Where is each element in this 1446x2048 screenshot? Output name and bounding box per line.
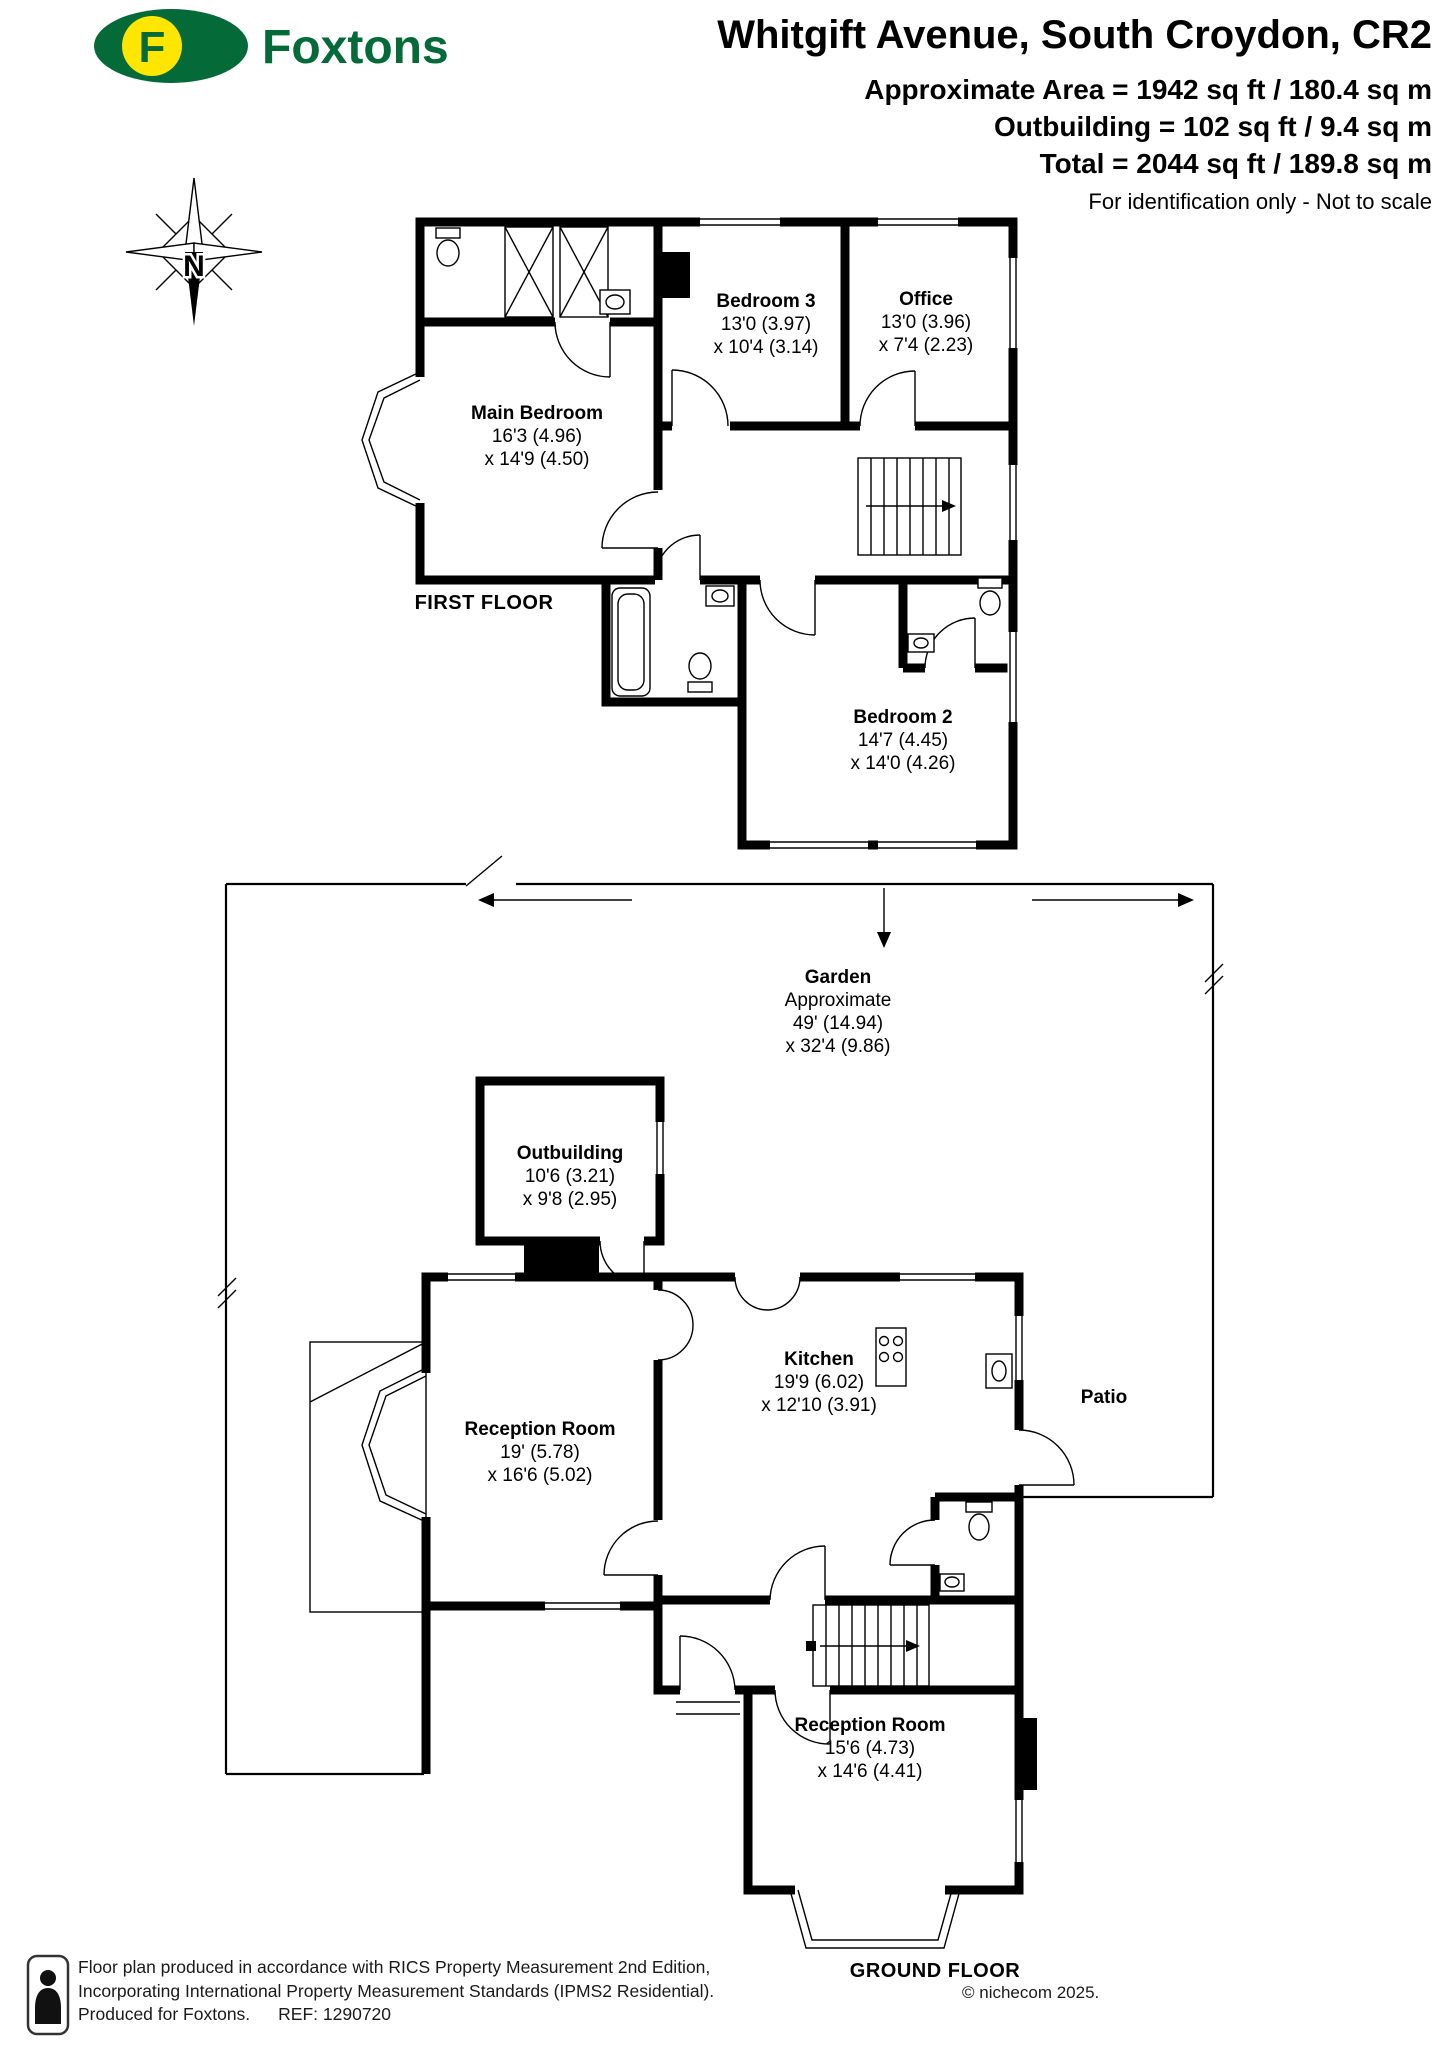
- staircase: [857, 457, 962, 556]
- garden-boundary: [217, 855, 1224, 1776]
- bathtub: [611, 587, 651, 697]
- ground-floor-structure: [309, 1241, 1075, 1949]
- compass-south-needle: [185, 252, 203, 326]
- room-label-bedroom-2: Bedroom 2 14'7 (4.45) x 14'0 (4.26): [850, 707, 956, 774]
- staircase: [806, 1604, 930, 1687]
- compass-north-label: N: [183, 250, 205, 283]
- brand-initial: F: [139, 23, 166, 72]
- window: [448, 1271, 1025, 1862]
- room-label-reception-room-1: Reception Room 19' (5.78) x 16'6 (5.02): [464, 1419, 616, 1486]
- footer-line-2: Incorporating International Property Mea…: [78, 1980, 715, 2001]
- footer-disclaimer: Floor plan produced in accordance with R…: [78, 1956, 714, 2027]
- logo-circle: [122, 16, 182, 76]
- first-floor-structure: [361, 216, 1019, 851]
- bathroom-fixtures: [611, 585, 735, 697]
- copyright: © nichecom 2025.: [962, 1983, 1100, 2002]
- room-label-garden: Garden Approximate 49' (14.94) x 32'4 (9…: [784, 967, 892, 1057]
- room-label-main-bedroom: Main Bedroom 16'3 (4.96) x 14'9 (4.50): [471, 403, 603, 470]
- wc-fixtures: [907, 577, 1003, 653]
- side-return: [309, 1341, 427, 1613]
- room-label-bedroom-3: Bedroom 3 13'0 (3.97) x 10'4 (3.14): [713, 291, 819, 358]
- garden-gate: [465, 855, 503, 887]
- reference-number: REF: 1290720: [278, 2004, 392, 2024]
- window: [700, 216, 1019, 851]
- door: [603, 1271, 1075, 1745]
- chimney-block: [662, 252, 690, 298]
- door: [554, 321, 976, 669]
- outbuilding-structure: [475, 1076, 666, 1286]
- footer-line-1: Floor plan produced in accordance with R…: [78, 1957, 711, 1977]
- compass-rose: N: [125, 177, 263, 326]
- room-label-kitchen: Kitchen 19'9 (6.02) x 12'10 (3.91): [761, 1349, 877, 1416]
- kitchen-sink: [985, 1353, 1013, 1389]
- room-label-reception-room-2: Reception Room 15'6 (4.73) x 14'6 (4.41): [794, 1715, 946, 1782]
- nichecom-person-icon: [26, 1954, 70, 2036]
- bay-window: [361, 1367, 427, 1523]
- room-label-outbuilding: Outbuilding 10'6 (3.21) x 9'8 (2.95): [516, 1143, 624, 1210]
- foxtons-logo: F Foxtons: [94, 9, 449, 83]
- page-title: Whitgift Avenue, South Croydon, CR2: [717, 13, 1432, 57]
- area-total: Total = 2044 sq ft / 189.8 sq m: [1039, 148, 1432, 179]
- area-outbuilding: Outbuilding = 102 sq ft / 9.4 sq m: [994, 111, 1432, 142]
- cooker-hob: [875, 1327, 907, 1387]
- chimney-block: [1023, 1718, 1037, 1790]
- scale-disclaimer: For identification only - Not to scale: [1088, 189, 1432, 214]
- chimney-block: [524, 1241, 599, 1279]
- first-floor-caption: FIRST FLOOR: [414, 592, 554, 614]
- room-label-office: Office 13'0 (3.96) x 7'4 (2.23): [878, 289, 974, 356]
- area-approximate: Approximate Area = 1942 sq ft / 180.4 sq…: [864, 74, 1432, 105]
- produced-for: Produced for Foxtons.: [78, 2004, 251, 2024]
- bay-window: [361, 371, 421, 509]
- ground-floor-caption: GROUND FLOOR: [849, 1960, 1021, 1982]
- brand-name: Foxtons: [262, 21, 449, 74]
- garden-dimension-arrows: [478, 888, 1194, 948]
- fence-break-marks: [217, 963, 1224, 1309]
- room-label-patio: Patio: [1080, 1387, 1128, 1408]
- bay-window: [789, 1889, 961, 1949]
- ensuite-fixtures: [435, 226, 631, 318]
- footer-line-3: Produced for Foxtons. REF: 1290720: [78, 2003, 714, 2027]
- wc-toilet: [939, 1501, 993, 1592]
